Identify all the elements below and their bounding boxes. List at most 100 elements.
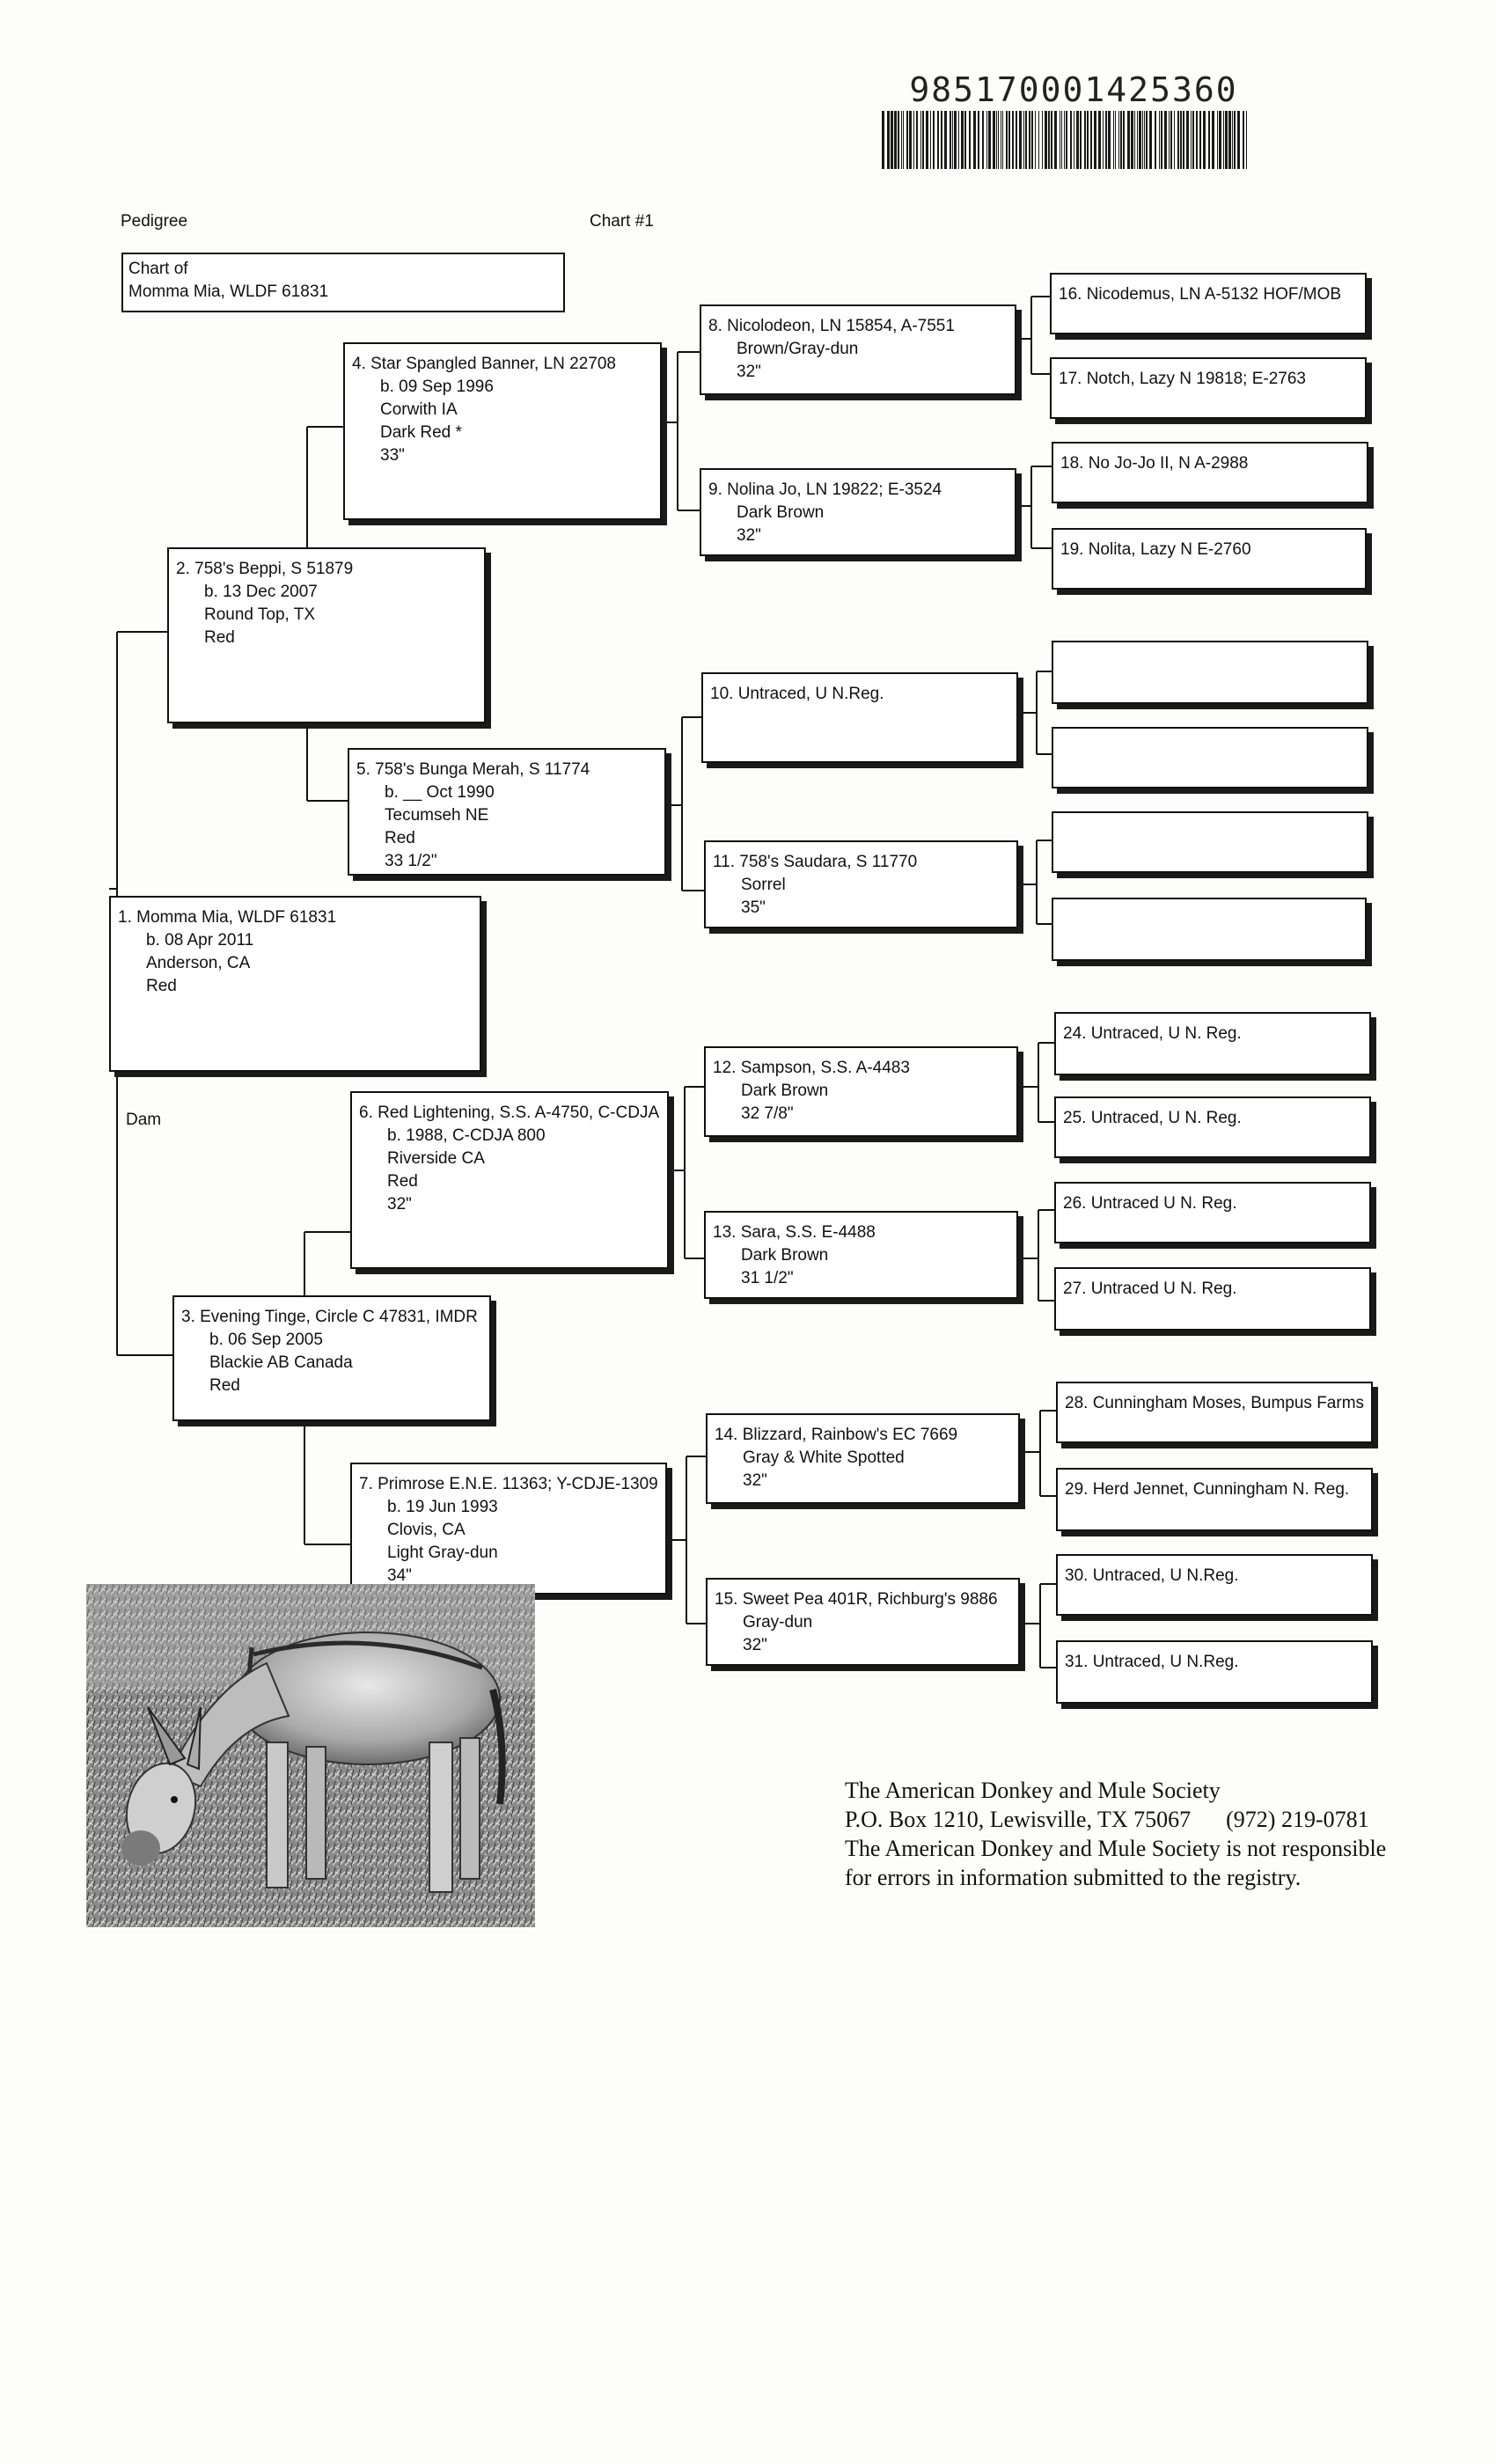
entry-name: 6. Red Lightening, S.S. A-4750, C-CDJA [359,1102,660,1125]
donkey-photo [86,1584,535,1927]
pedigree-entry-19: 19. Nolita, Lazy N E-2760 [1052,528,1367,590]
entry-name: 11. 758's Saudara, S 11770 [713,851,1009,874]
pedigree-entry-16: 16. Nicodemus, LN A-5132 HOF/MOB [1050,273,1367,334]
entry-name: 8. Nicolodeon, LN 15854, A-7551 [708,315,1008,338]
phone: (972) 219-0781 [1226,1807,1368,1832]
entry-detail: Red [359,1170,660,1193]
entry-detail: b. 13 Dec 2007 [176,581,477,604]
pedigree-entry-14: 14. Blizzard, Rainbow's EC 7669Gray & Wh… [706,1413,1020,1504]
entry-detail: 32 7/8" [713,1103,1009,1126]
entry-detail: Light Gray-dun [359,1542,658,1565]
entry-detail: Round Top, TX [176,604,477,627]
entry-detail: Dark Brown [713,1080,1009,1103]
entry-name: 15. Sweet Pea 401R, Richburg's 9886 [715,1588,1011,1611]
entry-detail: Gray & White Spotted [715,1447,1011,1470]
entry-detail: 32" [708,361,1008,384]
address-line: P.O. Box 1210, Lewisville, TX 75067 (972)… [845,1805,1386,1834]
entry-detail: 33 1/2" [356,850,657,873]
entry-name: 19. Nolita, Lazy N E-2760 [1060,539,1358,561]
pedigree-entry-29: 29. Herd Jennet, Cunningham N. Reg. [1056,1468,1373,1531]
entry-name: 10. Untraced, U N.Reg. [710,683,1009,706]
entry-name: 16. Nicodemus, LN A-5132 HOF/MOB [1059,283,1358,306]
entry-name: 13. Sara, S.S. E-4488 [713,1221,1009,1244]
entry-detail: Corwith IA [352,399,653,422]
entry-name: 14. Blizzard, Rainbow's EC 7669 [715,1424,1011,1447]
entry-detail: 32" [715,1634,1011,1657]
entry-name: 3. Evening Tinge, Circle C 47831, IMDR [181,1306,482,1329]
entry-detail: 33" [352,444,653,467]
entry-detail: b. 1988, C-CDJA 800 [359,1125,660,1148]
pedigree-entry-10: 10. Untraced, U N.Reg. [701,672,1018,763]
entry-detail: Sorrel [713,874,1009,897]
org-name: The American Donkey and Mule Society [845,1776,1386,1805]
entry-detail: Riverside CA [359,1148,660,1170]
pedigree-entry-11: 11. 758's Saudara, S 11770Sorrel35" [704,840,1018,928]
entry-name: 28. Cunningham Moses, Bumpus Farms [1065,1392,1364,1415]
entry-detail: Brown/Gray-dun [708,338,1008,361]
pedigree-entry-21 [1052,727,1368,788]
entry-detail: Clovis, CA [359,1519,658,1542]
entry-detail: b. 19 Jun 1993 [359,1496,658,1519]
entry-detail: 35" [713,897,1009,920]
pedigree-entry-13: 13. Sara, S.S. E-4488Dark Brown31 1/2" [704,1211,1018,1299]
entry-detail: Dark Red * [352,422,653,444]
entry-name: 25. Untraced, U N. Reg. [1063,1107,1362,1130]
pedigree-entry-23 [1052,898,1367,961]
entry-name: 1. Momma Mia, WLDF 61831 [118,906,473,929]
entry-detail: Red [176,627,477,649]
pedigree-entry-28: 28. Cunningham Moses, Bumpus Farms [1056,1382,1373,1443]
entry-name: 31. Untraced, U N.Reg. [1065,1651,1364,1674]
entry-detail: 31 1/2" [713,1267,1009,1290]
entry-name: 7. Primrose E.N.E. 11363; Y-CDJE-1309 [359,1473,658,1496]
pedigree-entry-5: 5. 758's Bunga Merah, S 11774b. __ Oct 1… [348,748,666,876]
entry-detail: b. 08 Apr 2011 [118,929,473,952]
entry-detail: b. __ Oct 1990 [356,781,657,804]
pedigree-entry-6: 6. Red Lightening, S.S. A-4750, C-CDJAb.… [350,1091,669,1269]
entry-name: 24. Untraced, U N. Reg. [1063,1023,1362,1045]
entry-detail: Dark Brown [713,1244,1009,1267]
entry-detail: Red [118,975,473,998]
entry-detail: Anderson, CA [118,952,473,975]
entry-detail: Red [356,827,657,850]
pedigree-entry-26: 26. Untraced U N. Reg. [1054,1182,1371,1243]
entry-detail: 32" [708,524,1008,547]
entry-name: 26. Untraced U N. Reg. [1063,1192,1362,1215]
disclaimer-line-1: The American Donkey and Mule Society is … [845,1834,1386,1863]
entry-detail: Red [181,1375,482,1397]
pedigree-entry-4: 4. Star Spangled Banner, LN 22708b. 09 S… [343,342,662,520]
entry-detail: b. 06 Sep 2005 [181,1329,482,1352]
pedigree-entry-27: 27. Untraced U N. Reg. [1054,1267,1371,1331]
entry-name: 30. Untraced, U N.Reg. [1065,1565,1364,1588]
pedigree-entry-8: 8. Nicolodeon, LN 15854, A-7551Brown/Gra… [700,304,1016,395]
pedigree-entry-30: 30. Untraced, U N.Reg. [1056,1554,1373,1616]
entry-detail: Gray-dun [715,1611,1011,1634]
entry-name: 9. Nolina Jo, LN 19822; E-3524 [708,479,1008,502]
disclaimer-line-2: for errors in information submitted to t… [845,1863,1386,1892]
address: P.O. Box 1210, Lewisville, TX 75067 [845,1807,1191,1832]
registry-footer: The American Donkey and Mule Society P.O… [845,1776,1386,1892]
entry-name: 5. 758's Bunga Merah, S 11774 [356,759,657,781]
pedigree-entry-12: 12. Sampson, S.S. A-4483Dark Brown32 7/8… [704,1046,1018,1137]
entry-detail: Tecumseh NE [356,804,657,827]
pedigree-entry-20 [1052,641,1368,704]
pedigree-entry-24: 24. Untraced, U N. Reg. [1054,1012,1371,1075]
pedigree-entry-22 [1052,811,1368,873]
entry-detail: 32" [715,1470,1011,1492]
entry-detail: 32" [359,1193,660,1216]
entry-name: 4. Star Spangled Banner, LN 22708 [352,353,653,376]
pedigree-entry-31: 31. Untraced, U N.Reg. [1056,1640,1373,1704]
entry-name: 12. Sampson, S.S. A-4483 [713,1057,1009,1080]
pedigree-entry-18: 18. No Jo-Jo II, N A-2988 [1052,442,1368,503]
entry-name: 27. Untraced U N. Reg. [1063,1278,1362,1301]
entry-detail: b. 09 Sep 1996 [352,376,653,399]
entry-detail: Blackie AB Canada [181,1352,482,1375]
entry-name: 2. 758's Beppi, S 51879 [176,558,477,581]
entry-detail: Dark Brown [708,502,1008,524]
pedigree-entry-17: 17. Notch, Lazy N 19818; E-2763 [1050,357,1367,419]
